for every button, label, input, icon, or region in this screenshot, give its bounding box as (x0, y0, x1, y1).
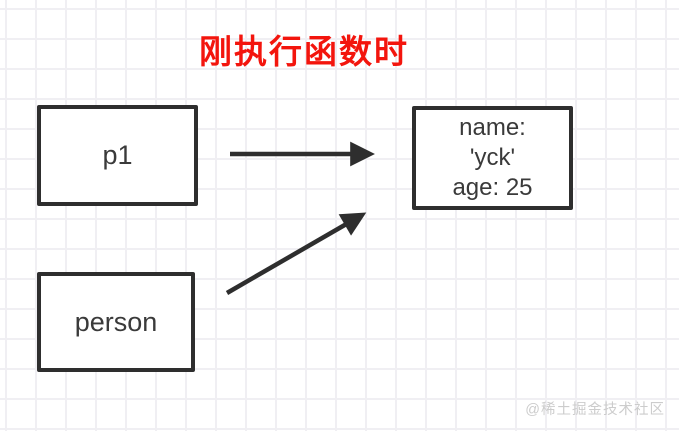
p1-label: p1 (102, 140, 133, 170)
object-name-value-line: 'yck' (469, 144, 516, 171)
person-label: person (74, 306, 158, 337)
person-box: person (37, 272, 195, 372)
watermark: @稀土掘金技术社区 (525, 402, 665, 418)
object-age-line: age: 25 (452, 174, 533, 201)
object-box: name: 'yck' age: 25 (412, 106, 573, 210)
diagram-title: 刚执行函数时 (199, 33, 409, 70)
p1-box: p1 (37, 105, 198, 206)
arrow-person-to-object (225, 212, 367, 295)
object-box-content: name: 'yck' age: 25 (452, 113, 532, 203)
object-name-key-line: name: (459, 114, 526, 141)
